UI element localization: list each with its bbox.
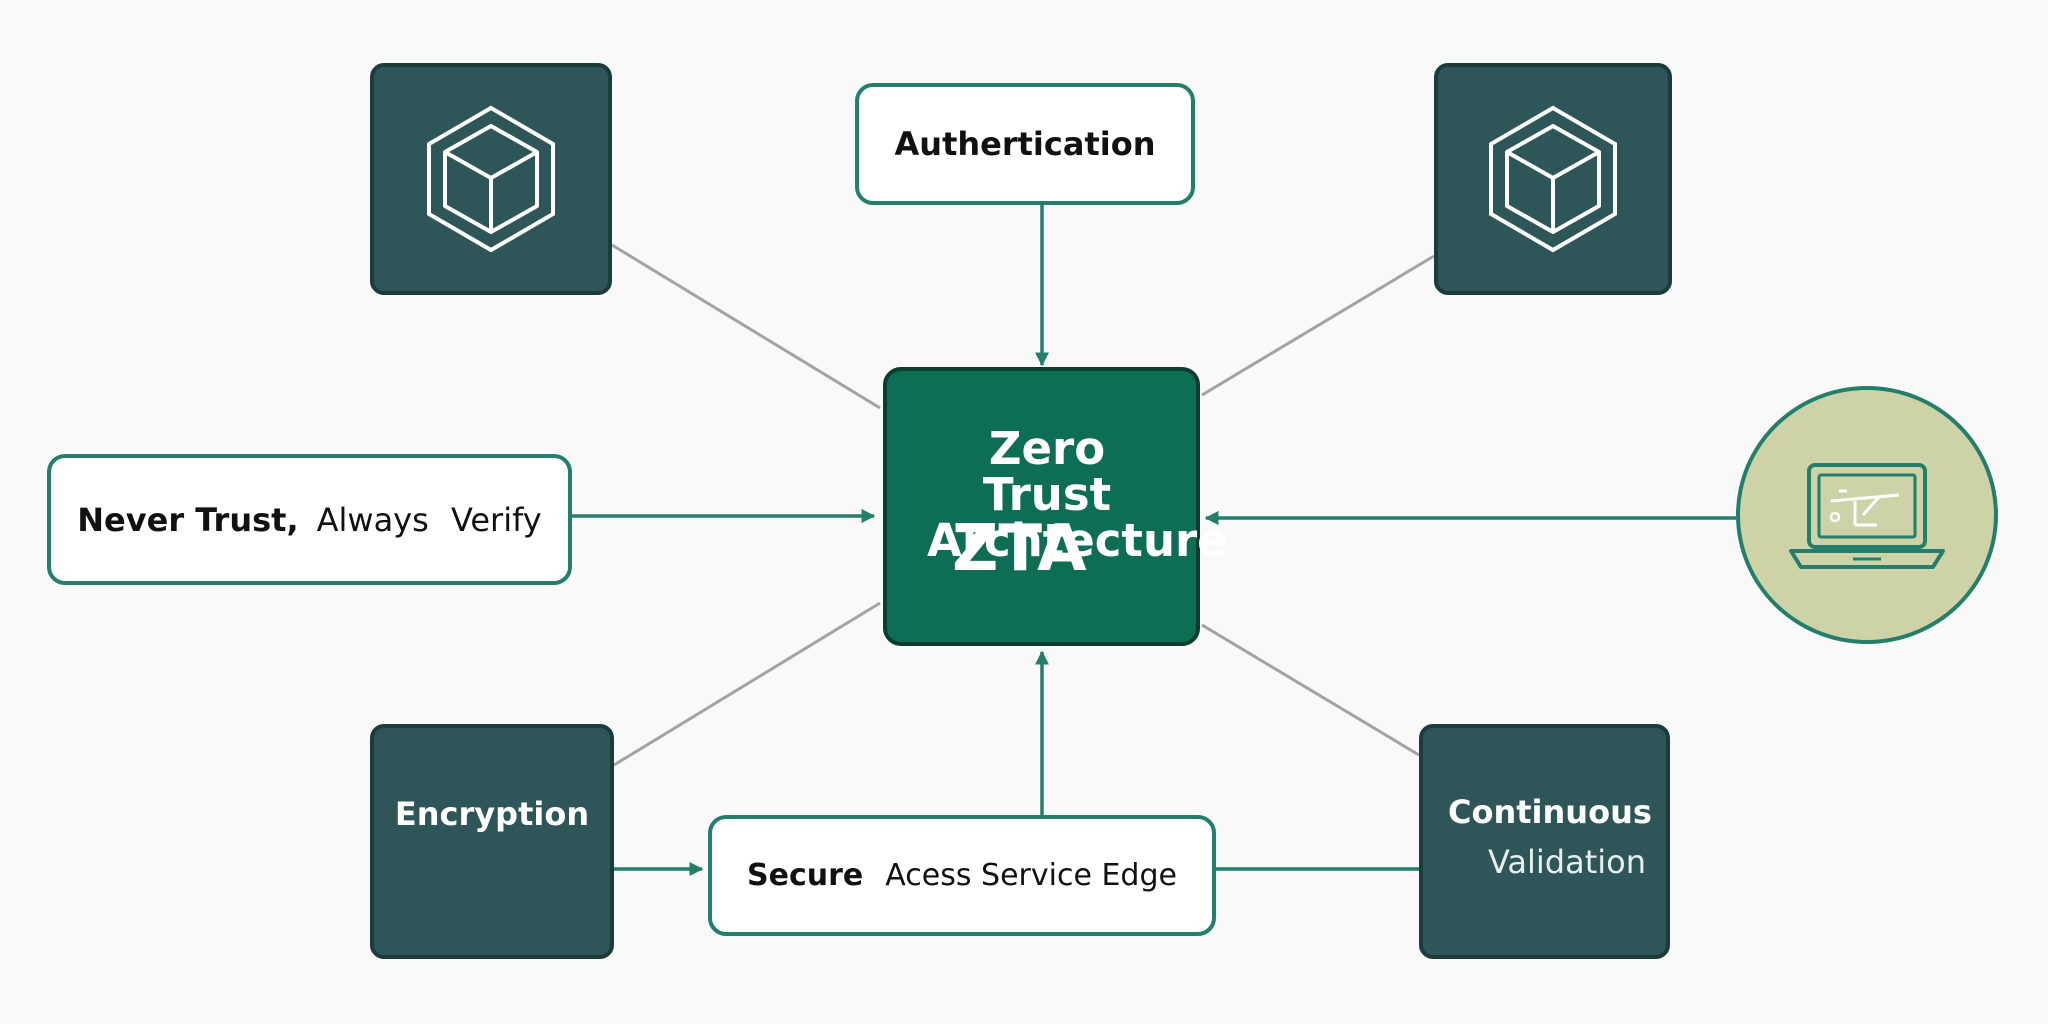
laptop-icon <box>1789 463 1945 569</box>
connector-top-right <box>1201 254 1435 397</box>
encryption-label: Encryption <box>394 795 590 833</box>
connector-top-left <box>611 243 881 410</box>
laptop-node <box>1736 386 1998 644</box>
sase-rest-label: Acess Service Edge <box>885 858 1177 893</box>
validation-label: Validation <box>1488 843 1647 881</box>
zero-trust-center-node: Zero Trust Archtecture ZTA <box>883 367 1228 646</box>
encryption-node: Encryption <box>370 724 614 959</box>
never-trust-node: Never Trust, Always Verify <box>47 454 572 585</box>
connector-bottom-right <box>1201 623 1420 757</box>
continuous-label: Continuous <box>1448 793 1652 831</box>
sase-secure-label: Secure <box>747 858 864 893</box>
never-trust-label: Never Trust, <box>77 500 299 539</box>
cube-node-top-right <box>1434 63 1672 295</box>
center-title: Zero Trust Archtecture <box>927 422 1228 567</box>
authentication-node: Authertication <box>855 83 1195 205</box>
cube-node-top-left <box>370 63 612 295</box>
sase-node: Secure Acess Service Edge <box>708 815 1216 936</box>
always-verify-label: Always Verify <box>316 500 542 539</box>
authentication-label: Authertication <box>894 125 1156 163</box>
cube-icon <box>427 105 555 253</box>
connector-bottom-left <box>613 601 881 767</box>
center-abbreviation: ZTA <box>952 512 1087 586</box>
continuous-validation-node: Continuous Validation <box>1419 724 1670 959</box>
cube-icon <box>1489 105 1617 253</box>
